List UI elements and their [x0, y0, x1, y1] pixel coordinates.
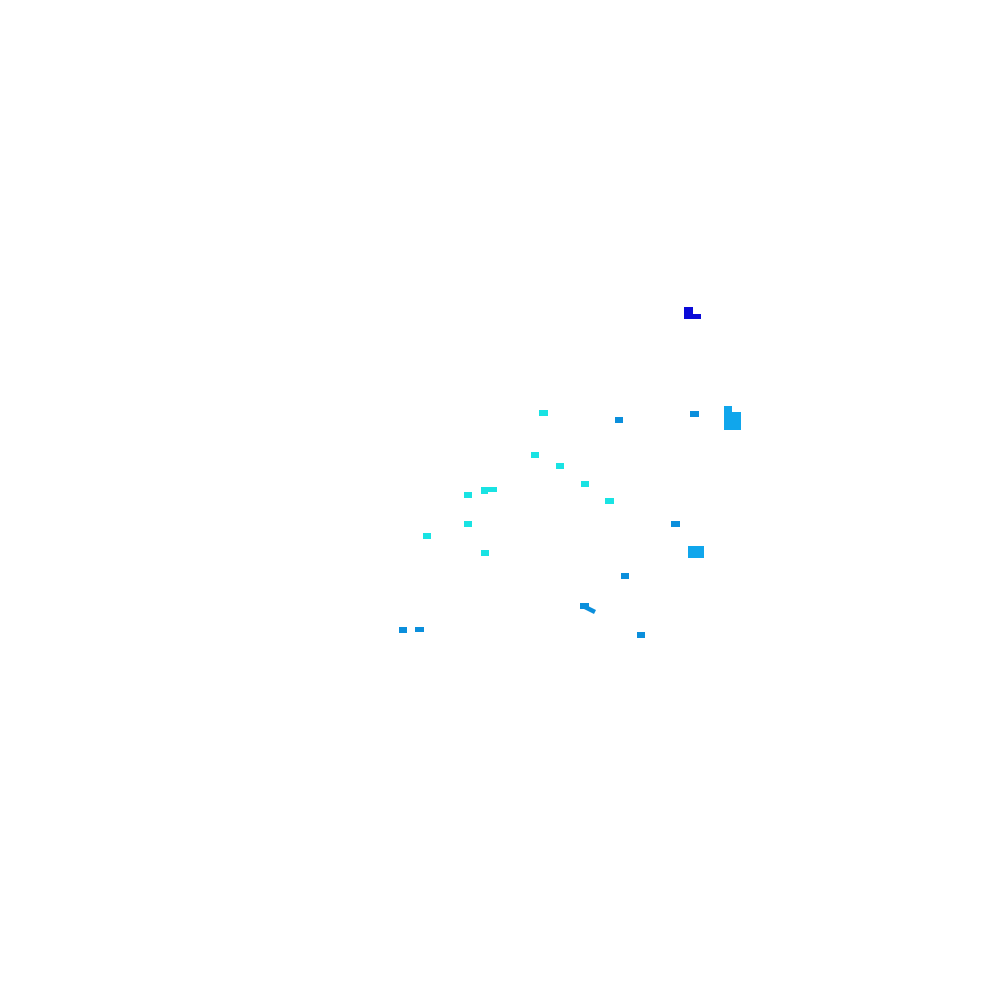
speckle-mark	[464, 521, 472, 527]
speckle-mark	[621, 573, 629, 579]
speckle-mark	[690, 411, 699, 417]
speckle-mark	[684, 314, 701, 319]
speckle-mark	[724, 406, 732, 416]
speckle-mark	[581, 481, 589, 487]
speckle-mark	[531, 452, 539, 458]
speckle-mark	[481, 487, 497, 492]
speckle-mark	[481, 550, 489, 556]
speckle-mark	[615, 417, 623, 423]
speckle-mark	[637, 632, 645, 638]
speckle-mark	[423, 533, 431, 539]
speckle-mark	[481, 487, 488, 494]
speckle-stroke	[582, 604, 596, 614]
speckle-mark	[399, 627, 407, 633]
speckle-mark	[671, 521, 680, 527]
speckle-mark	[539, 410, 548, 416]
speckle-mark	[556, 463, 564, 469]
speckle-mark	[605, 498, 614, 504]
speckle-mark	[684, 307, 693, 319]
speckle-mark	[688, 546, 704, 558]
speckle-mark	[464, 492, 472, 498]
speckle-mark	[724, 412, 741, 430]
speckle-mark	[415, 627, 424, 632]
